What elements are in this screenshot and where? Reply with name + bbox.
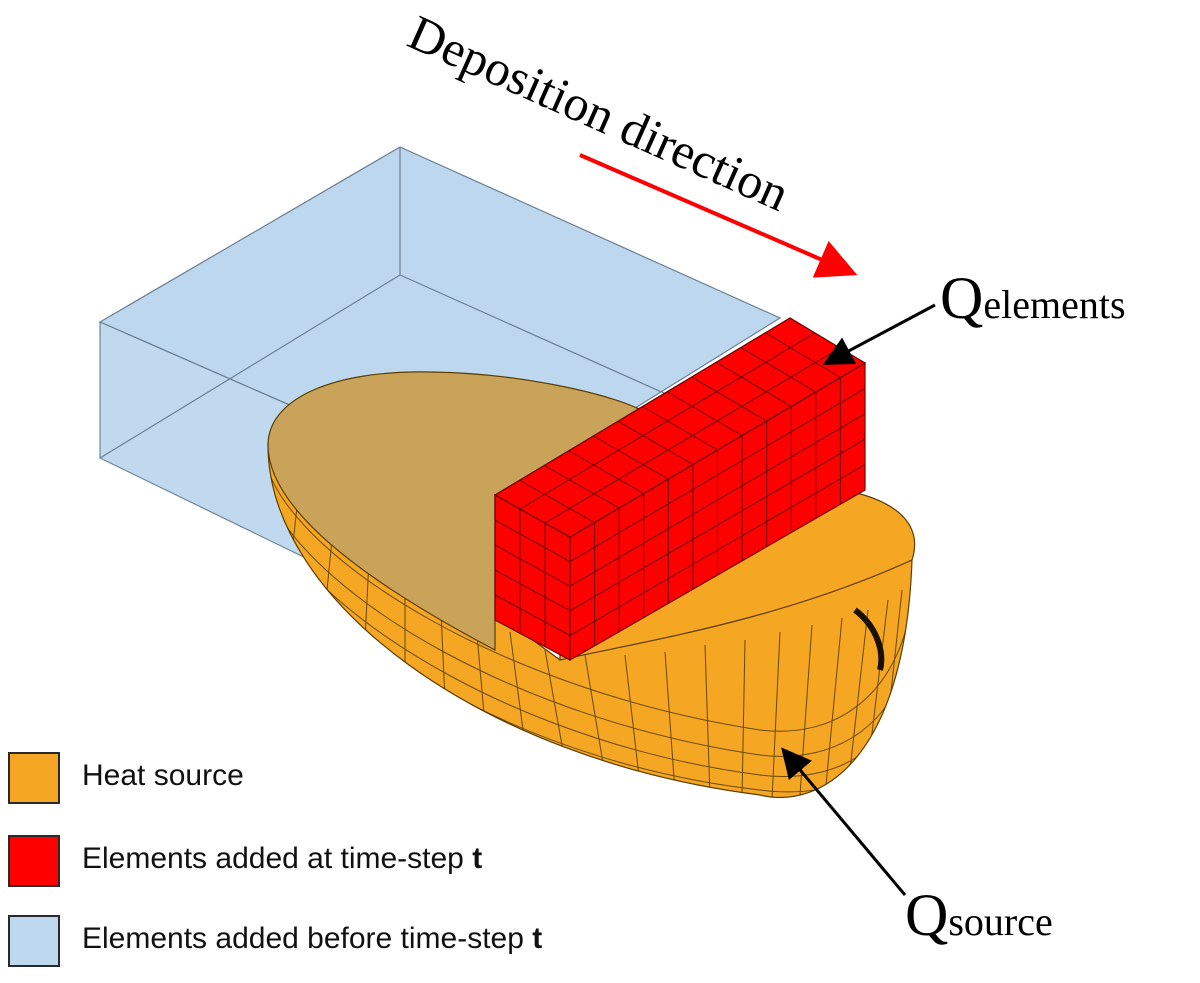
mesh-line bbox=[666, 391, 743, 436]
mesh-line bbox=[569, 387, 866, 563]
mesh-line bbox=[691, 376, 767, 422]
mesh-line bbox=[593, 435, 669, 480]
legend-label-heat-source: Heat source bbox=[82, 759, 244, 792]
heat-source-rear-top bbox=[267, 371, 652, 651]
legend-swatch-heat-source bbox=[8, 752, 60, 804]
mesh-line bbox=[519, 479, 595, 523]
legend-swatch-old-elements bbox=[8, 915, 60, 967]
mesh-line bbox=[568, 450, 644, 494]
legend-label-old-elements: Elements added before time-step t bbox=[82, 922, 543, 955]
q-elements-label: Qelements bbox=[940, 265, 1126, 331]
heat-source-bowl bbox=[267, 443, 913, 799]
mesh-line bbox=[494, 544, 571, 587]
mesh-line bbox=[519, 332, 816, 510]
heat-source-focus bbox=[853, 607, 885, 671]
mesh-line bbox=[617, 420, 694, 465]
mesh-line bbox=[494, 594, 571, 636]
new-elements-block bbox=[493, 317, 867, 662]
deposition-direction-arrow bbox=[579, 153, 858, 278]
legend-swatch-new-elements bbox=[8, 835, 60, 887]
mesh-line bbox=[494, 569, 571, 612]
mesh-line bbox=[715, 361, 792, 407]
new-block-mesh-lines bbox=[494, 332, 866, 647]
mesh-line bbox=[569, 438, 866, 612]
mesh-line bbox=[544, 347, 841, 524]
legend-label-new-elements: Elements added at time-step t bbox=[82, 842, 483, 875]
mesh-line bbox=[543, 465, 620, 509]
q-elements-pointer bbox=[822, 303, 936, 365]
old-box-hidden-edge-3 bbox=[99, 274, 401, 459]
q-source-pointer bbox=[781, 747, 907, 896]
mesh-line bbox=[494, 519, 571, 563]
mesh-line bbox=[765, 332, 841, 378]
mesh-line bbox=[569, 413, 866, 587]
q-source-label: Qsource bbox=[905, 882, 1053, 948]
mesh-line bbox=[569, 464, 866, 636]
mesh-line bbox=[740, 347, 817, 393]
mesh-line bbox=[642, 406, 718, 451]
